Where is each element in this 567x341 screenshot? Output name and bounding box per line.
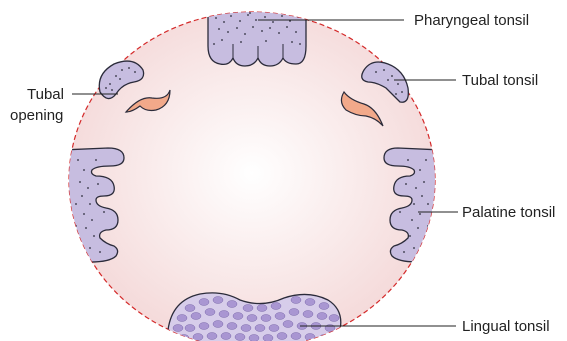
lingual-tonsil-label: Lingual tonsil: [462, 318, 550, 335]
tubal-opening-label-line1: Tubal: [27, 86, 64, 103]
palatine-tonsil-label: Palatine tonsil: [462, 204, 555, 221]
pharyngeal-tonsil: [208, 10, 306, 66]
pharyngeal-tonsil-label: Pharyngeal tonsil: [414, 12, 529, 29]
tubal-tonsil-label: Tubal tonsil: [462, 72, 538, 89]
tubal-opening-label-line2: opening: [10, 107, 63, 124]
